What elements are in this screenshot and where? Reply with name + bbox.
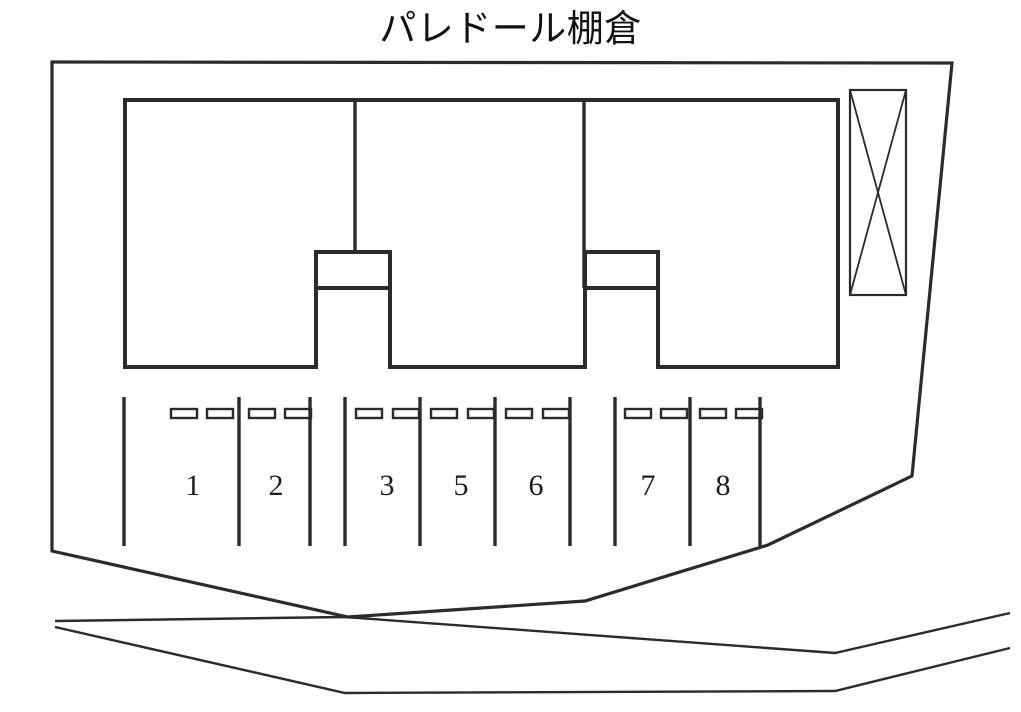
bicycle-shed — [848, 88, 908, 297]
wheel-stop-icon — [247, 407, 277, 420]
parking-stall-label-3[interactable]: 3 — [379, 469, 395, 502]
wheel-stop-marks — [169, 407, 764, 420]
parking-stall-dividers — [122, 397, 762, 546]
page-title: パレドール棚倉 — [379, 7, 642, 50]
road-edge-north — [54, 611, 1011, 655]
wheel-stop-icon — [391, 407, 421, 420]
wheel-stop-icon — [169, 407, 199, 420]
wheel-stop-icon — [283, 407, 313, 420]
wheel-stop-icon — [205, 407, 235, 420]
wheel-stop-icon — [466, 407, 496, 420]
wheel-stop-icon — [354, 407, 384, 420]
cross-hatch-icon — [849, 89, 907, 296]
parking-stall-label-5[interactable]: 5 — [453, 469, 469, 502]
wheel-stop-icon — [698, 407, 728, 420]
wheel-stop-icon — [734, 407, 764, 420]
parking-stall-label-1[interactable]: 1 — [185, 469, 201, 502]
stair-alcove-right-outline — [583, 250, 660, 367]
stair-alcove-left-outline — [314, 250, 392, 367]
wheel-stop-icon — [429, 407, 459, 420]
wheel-stop-icon — [504, 407, 534, 420]
road-edge-south — [54, 625, 1011, 695]
parking-stall-label-8[interactable]: 8 — [715, 469, 731, 502]
wheel-stop-icon — [659, 407, 689, 420]
parking-stall-label-2[interactable]: 2 — [268, 469, 284, 502]
site-boundary — [50, 60, 954, 619]
apartment-building — [123, 98, 840, 369]
wheel-stop-icon — [541, 407, 571, 420]
parking-stall-label-6[interactable]: 6 — [528, 469, 544, 502]
wheel-stop-icon — [623, 407, 653, 420]
parking-stall-label-7[interactable]: 7 — [640, 469, 656, 502]
